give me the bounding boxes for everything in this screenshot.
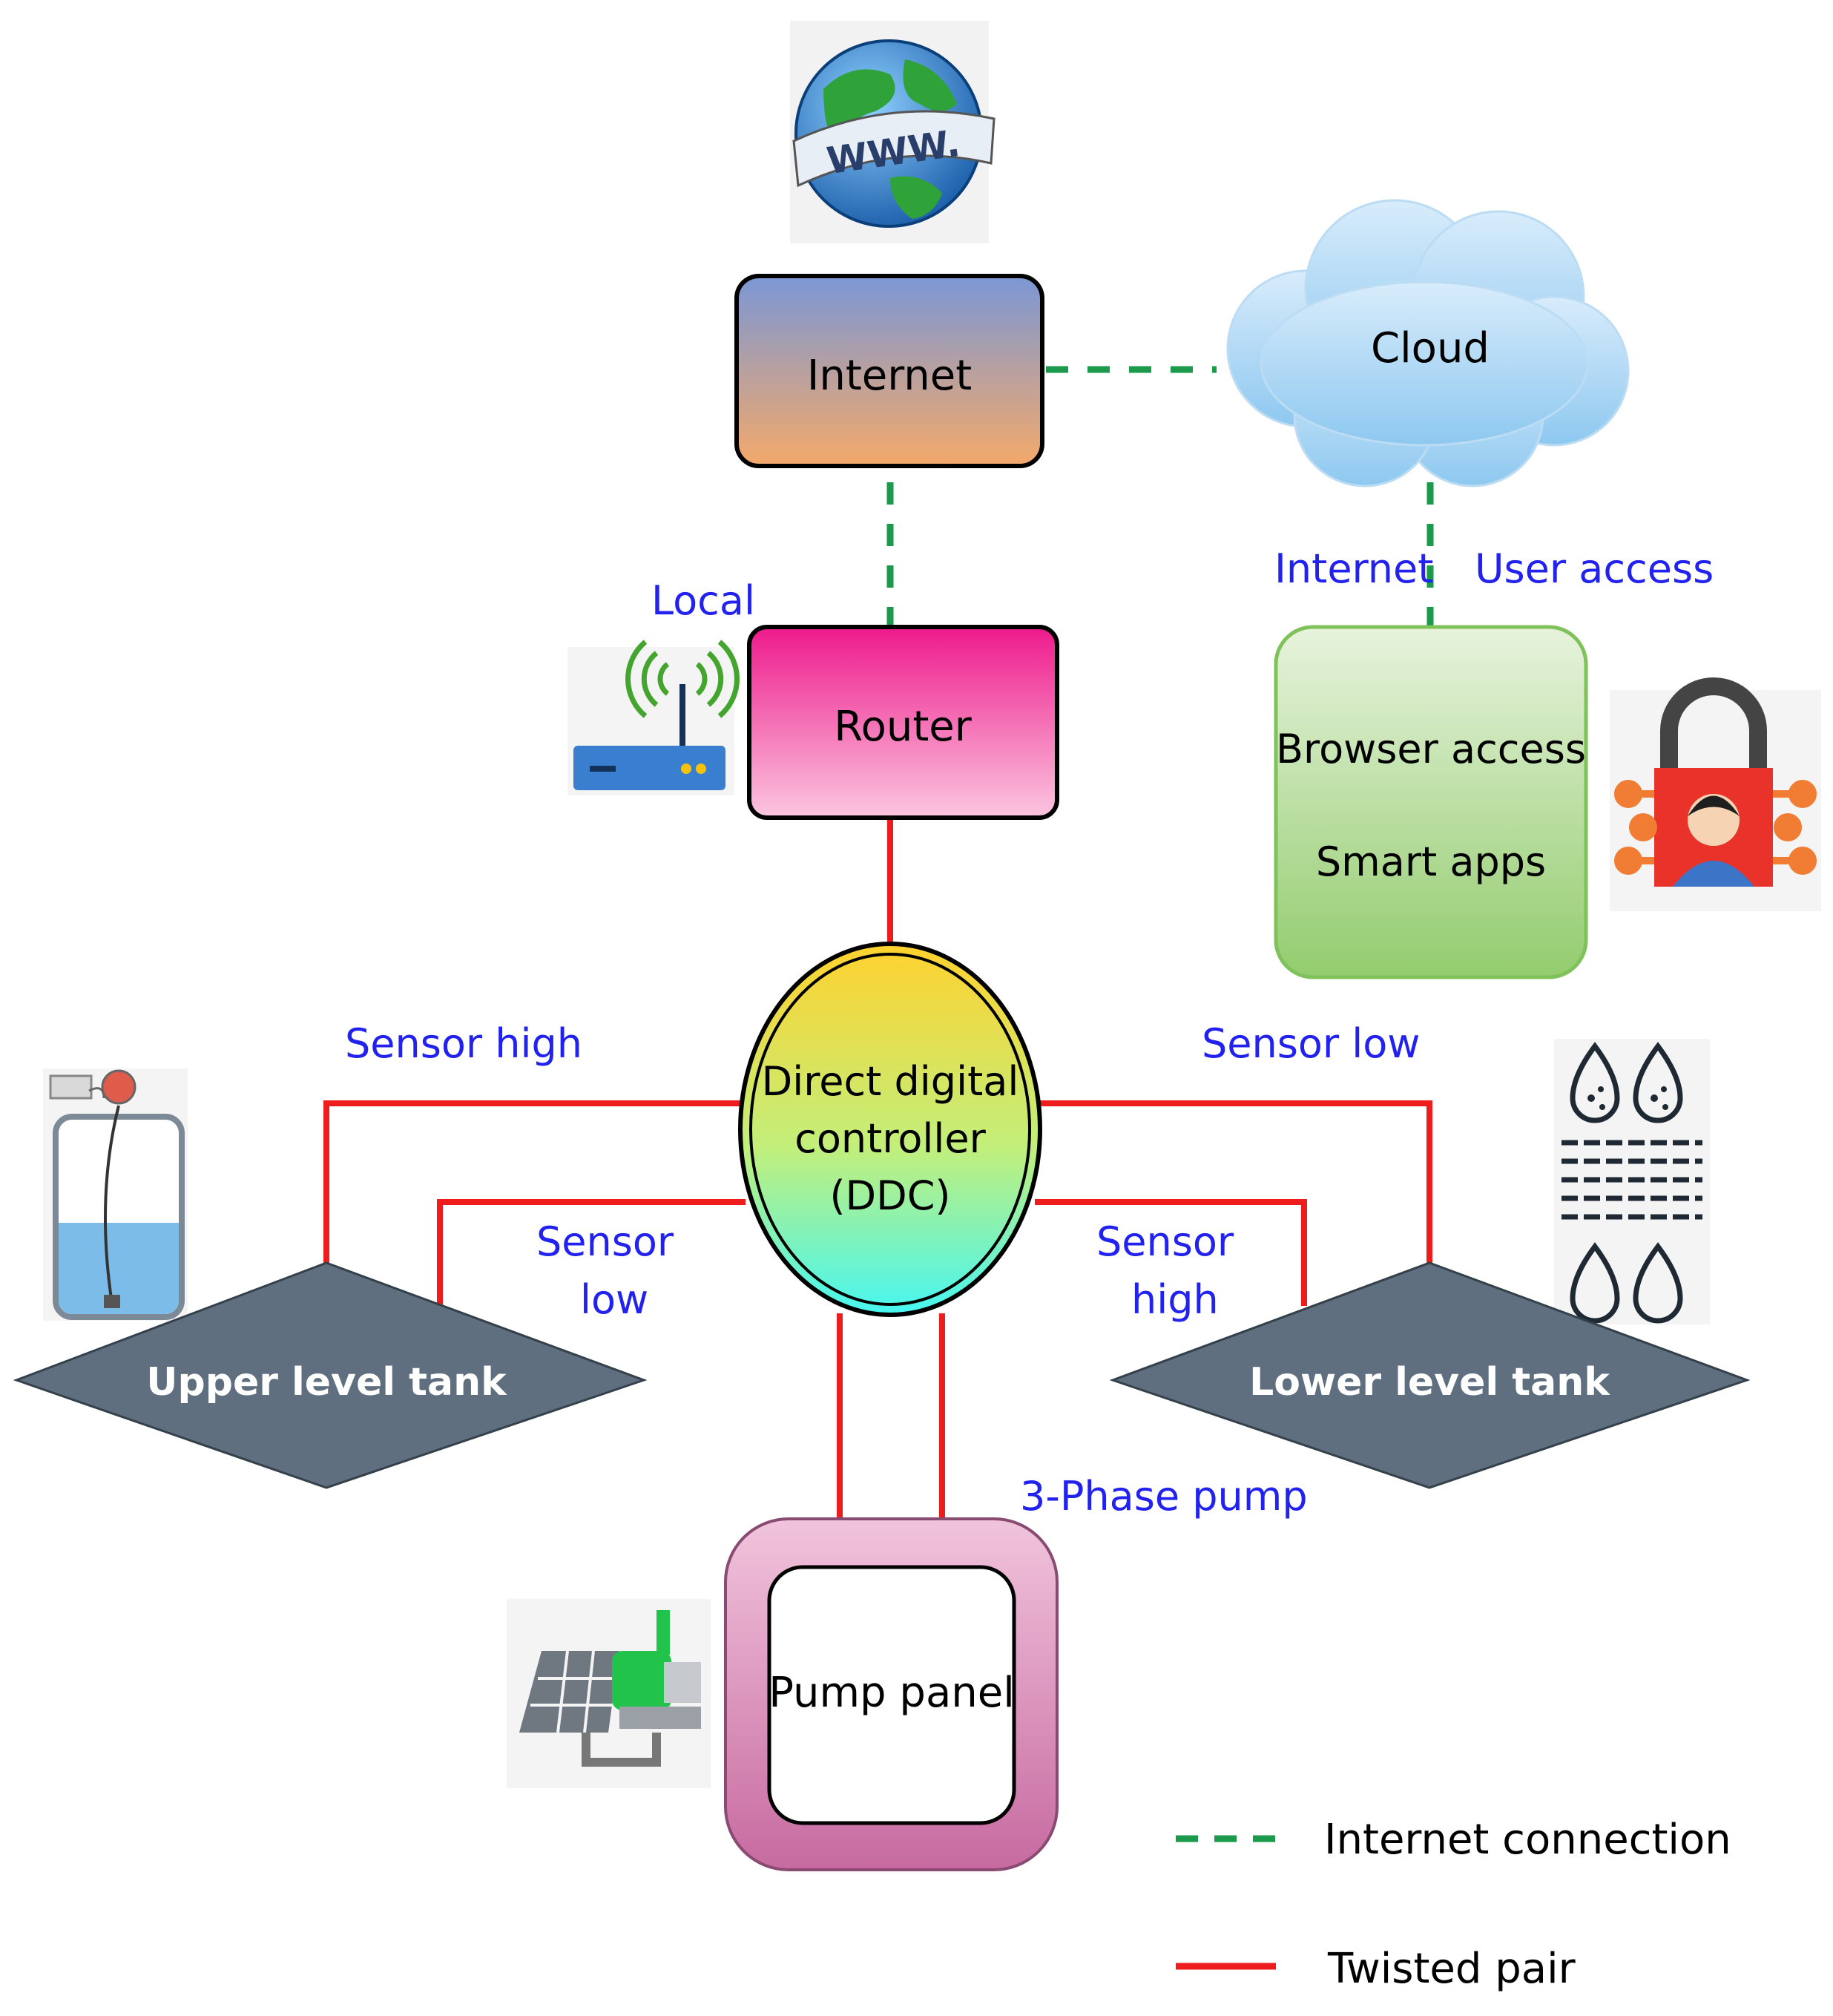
level-sensor-tank-icon (43, 1068, 188, 1321)
ddc-label-line3: (DDC) (829, 1172, 950, 1219)
ddc-lower-tank-low-link (1039, 1100, 1432, 1265)
globe-icon: WWW. (790, 21, 996, 243)
ddc-label-line2: controller (794, 1115, 986, 1162)
cloud-node: Cloud (1226, 199, 1630, 487)
router-node-label: Router (834, 703, 973, 751)
internet-connections (886, 366, 1434, 627)
pump-panel-node: Pump panel (724, 1517, 1059, 1871)
user-access-annotation: User access (1475, 545, 1714, 592)
lower-level-tank-label: Lower level tank (1249, 1360, 1610, 1405)
sensor-high-right-annotation-1: Sensor (1096, 1218, 1234, 1265)
upper-level-tank-node: Upper level tank (13, 1261, 648, 1489)
sensor-low-left-annotation-1: Sensor (536, 1218, 674, 1265)
legend-internet-connection-label: Internet connection (1324, 1816, 1731, 1864)
legend-twisted-pair-label: Twisted pair (1327, 1945, 1576, 1993)
upper-level-tank-label: Upper level tank (146, 1360, 507, 1405)
internet-node-label: Internet (807, 352, 972, 400)
sensor-high-left-annotation: Sensor high (345, 1020, 582, 1067)
twisted-pair-links (323, 818, 1432, 1521)
ddc-label-line1: Direct digital (762, 1058, 1019, 1105)
internet-node: Internet (734, 274, 1044, 468)
sensor-low-left-annotation-2: low (580, 1276, 648, 1323)
browser-access-node: Browser access Smart apps (1274, 625, 1588, 979)
internet-annotation: Internet (1274, 545, 1433, 592)
sensor-high-right-annotation-2: high (1131, 1276, 1219, 1323)
three-phase-pump-annotation: 3-Phase pump (1020, 1473, 1308, 1520)
ddc-node: Direct digital controller (DDC) (738, 942, 1042, 1317)
smart-apps-label: Smart apps (1316, 838, 1546, 885)
security-lock-icon (1610, 677, 1821, 911)
lower-level-tank-node: Lower level tank (1109, 1261, 1751, 1489)
browser-access-label: Browser access (1276, 726, 1586, 772)
ddc-lower-tank-high-link (1035, 1199, 1307, 1306)
pump-panel-label: Pump panel (769, 1669, 1015, 1717)
sensor-low-right-annotation: Sensor low (1202, 1020, 1420, 1067)
water-drops-icon (1554, 1039, 1710, 1324)
legend: Internet connection Twisted pair (1176, 1816, 1731, 1993)
ddc-upper-tank-low-link (437, 1199, 746, 1306)
solar-pump-icon (507, 1599, 711, 1788)
ddc-upper-tank-high-link (323, 1100, 742, 1269)
router-node: Router (747, 625, 1059, 820)
cloud-node-label: Cloud (1371, 324, 1490, 372)
router-icon (567, 640, 740, 795)
local-annotation: Local (651, 577, 755, 624)
